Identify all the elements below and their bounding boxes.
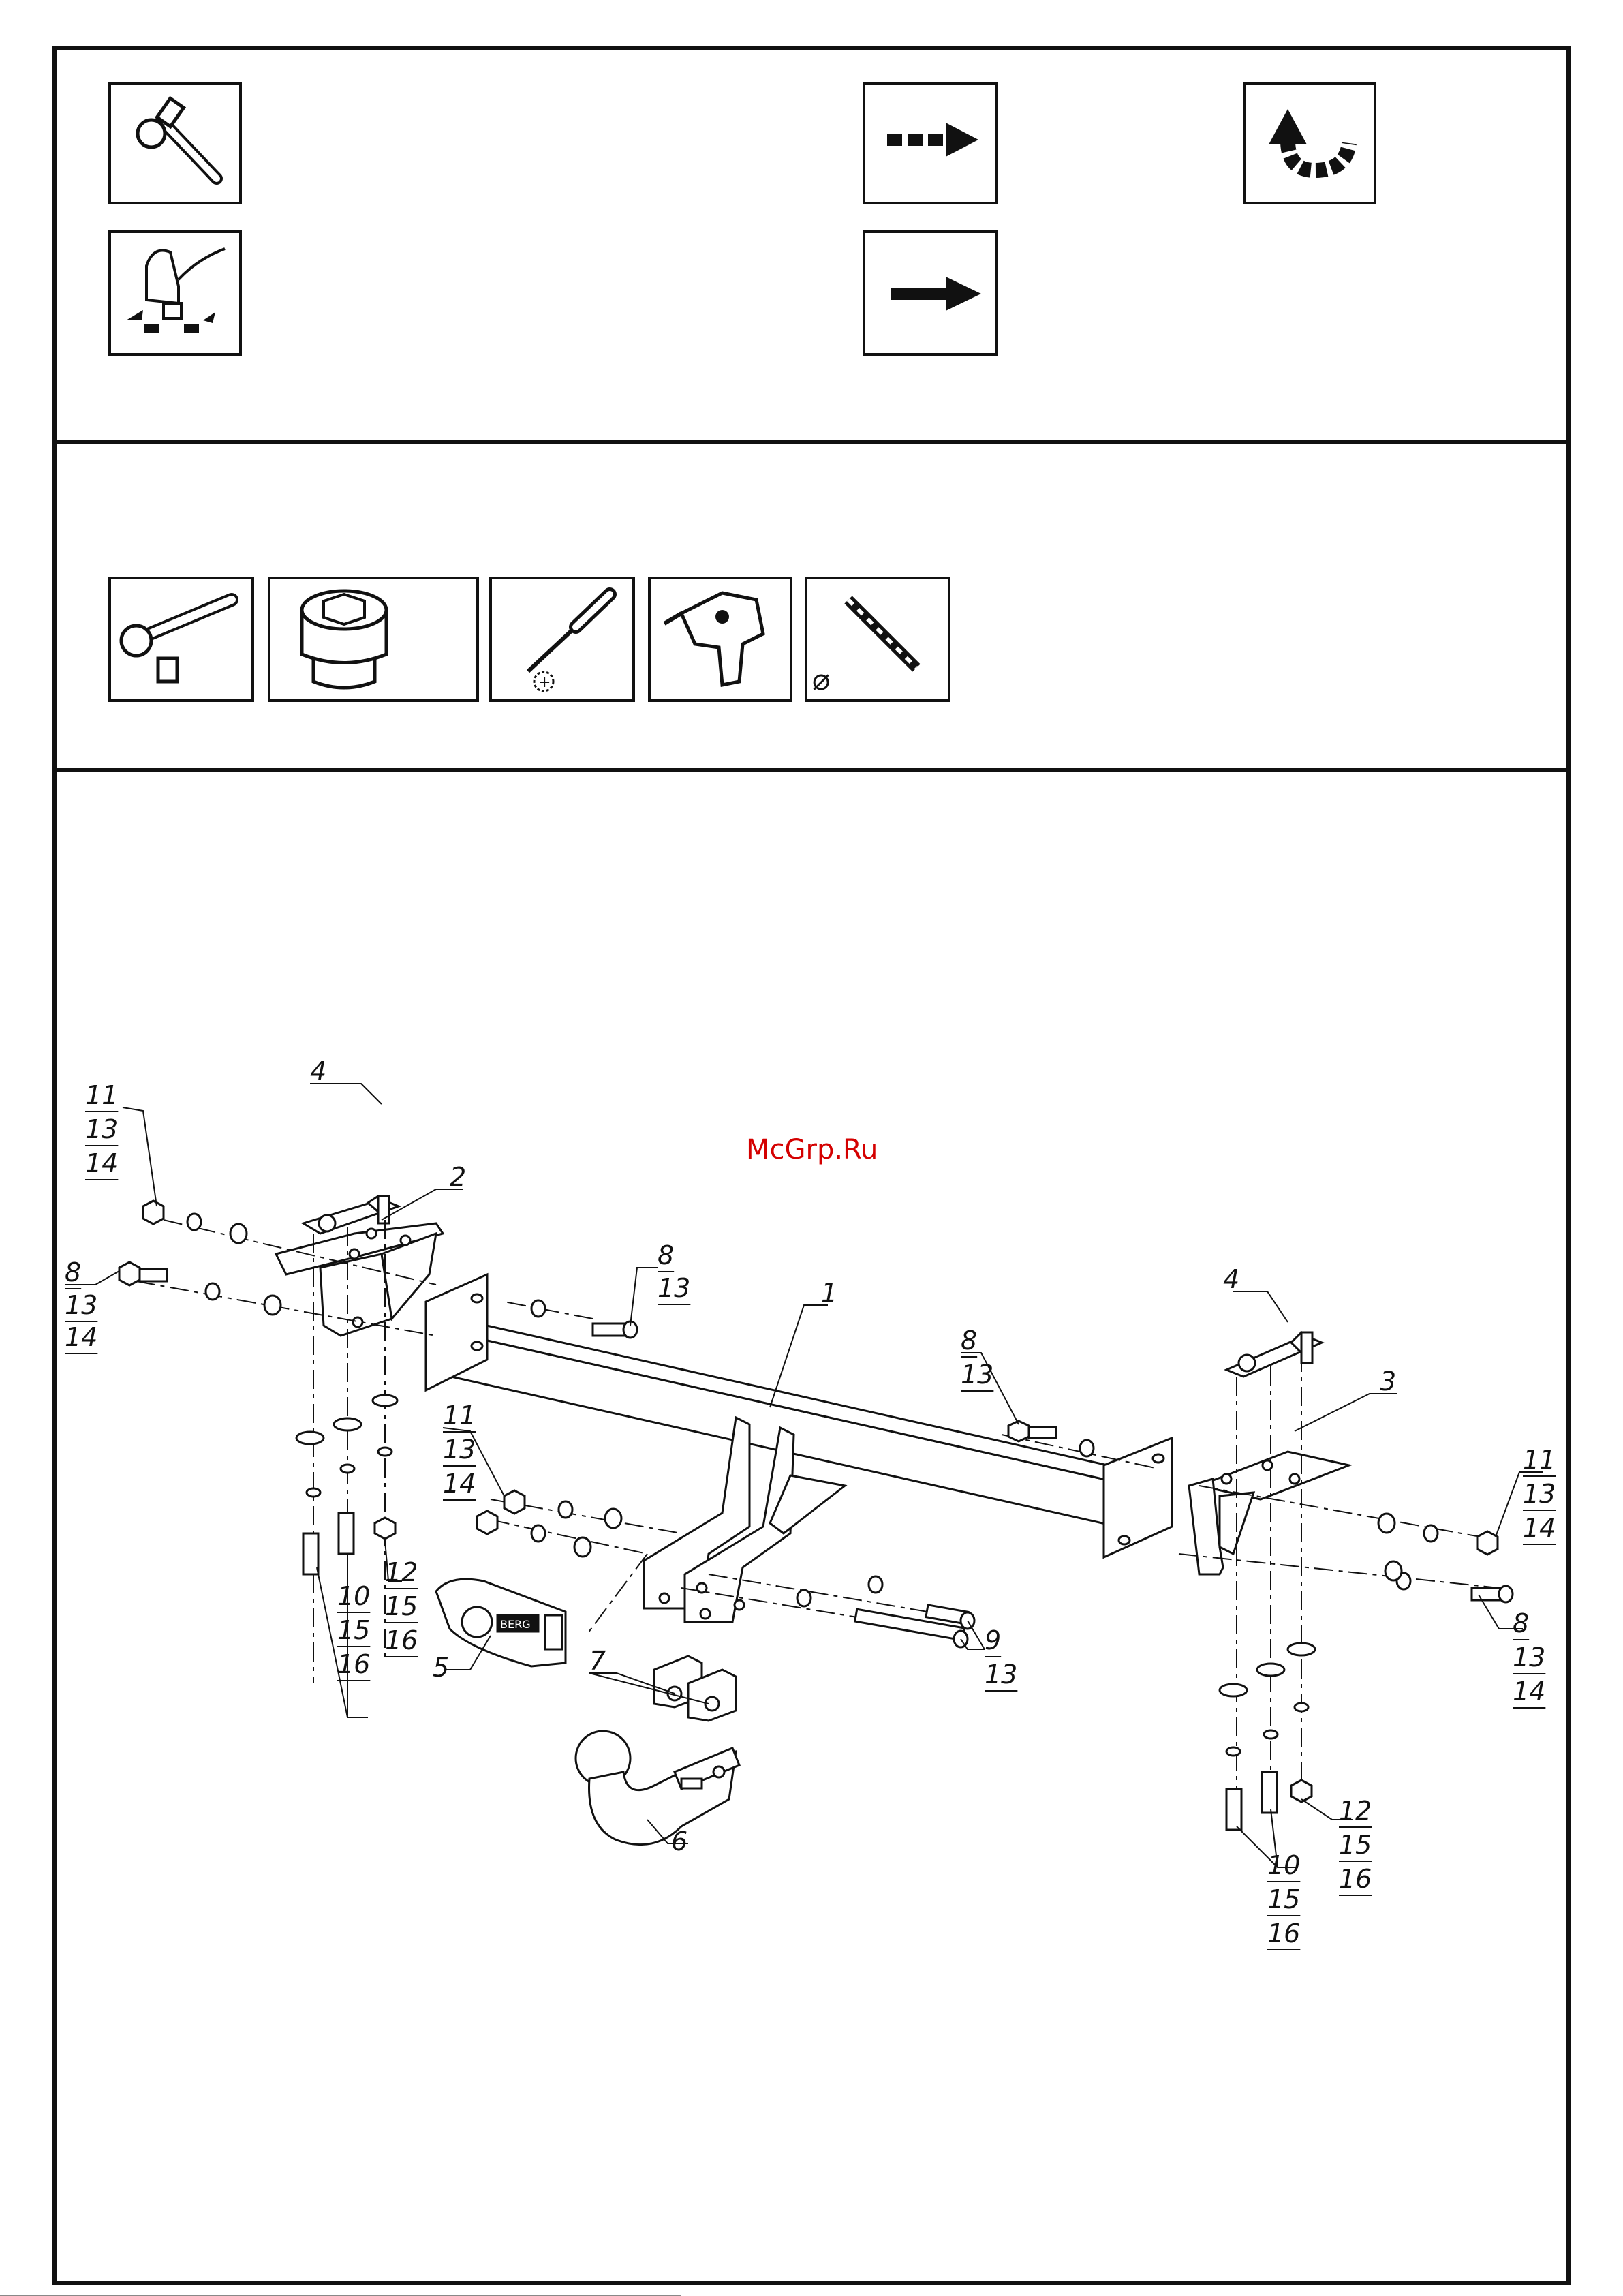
svg-text:15: 15	[1267, 1884, 1300, 1914]
svg-text:11: 11	[443, 1400, 476, 1430]
left-bracket-part	[276, 1223, 443, 1336]
tools-section: + ⌀	[110, 578, 949, 701]
svg-text:15: 15	[385, 1591, 418, 1621]
callout-11-center: 11 13 14	[443, 1400, 476, 1500]
svg-text:10: 10	[1267, 1850, 1300, 1880]
svg-text:15: 15	[337, 1615, 370, 1645]
tow-ball-part	[576, 1731, 739, 1845]
callout-9: 9 13	[985, 1625, 1017, 1691]
hand-tighten-icon	[110, 232, 241, 354]
callout-4-right: 4	[1223, 1264, 1239, 1294]
callout-8-right-top: 8 13	[961, 1326, 993, 1391]
callout-11-right: 11 13 14	[1523, 1445, 1556, 1544]
diameter-symbol: ⌀	[812, 662, 831, 697]
callout-12-right: 12 15 16	[1339, 1796, 1372, 1895]
clamp-plate-right	[1226, 1332, 1322, 1377]
svg-text:11: 11	[85, 1080, 118, 1110]
socket-marking: BERG	[500, 1618, 531, 1631]
right-bracket-part	[1189, 1452, 1349, 1574]
callout-2: 2	[450, 1162, 466, 1192]
svg-text:14: 14	[443, 1469, 476, 1499]
callout-8-left: 8 13 14	[65, 1257, 97, 1353]
svg-text:12: 12	[385, 1557, 418, 1587]
ratchet-icon	[110, 578, 253, 701]
svg-text:16: 16	[385, 1625, 418, 1655]
rotate-arrow-icon	[1244, 83, 1375, 203]
svg-text:11: 11	[1523, 1445, 1556, 1475]
socket-plate-part: BERG	[436, 1579, 566, 1666]
svg-text:16: 16	[1267, 1918, 1300, 1948]
svg-text:15: 15	[1339, 1830, 1372, 1860]
svg-text:10: 10	[337, 1581, 370, 1611]
svg-text:14: 14	[1523, 1513, 1556, 1543]
callout-5: 5	[433, 1653, 449, 1683]
svg-text:14: 14	[1513, 1677, 1545, 1706]
callout-12-left: 12 15 16	[385, 1557, 418, 1657]
svg-text:8: 8	[65, 1257, 81, 1287]
legend-section	[110, 83, 1375, 354]
watermark: McGrp.Ru	[746, 1134, 878, 1165]
callout-8-right-bottom: 8 13 14	[1513, 1608, 1545, 1708]
svg-text:13: 13	[961, 1360, 993, 1390]
svg-text:13: 13	[1513, 1642, 1545, 1672]
svg-text:14: 14	[85, 1148, 118, 1178]
page-frame	[55, 48, 1568, 2283]
callout-7: 7	[589, 1646, 606, 1676]
svg-text:13: 13	[85, 1114, 118, 1144]
svg-text:16: 16	[1339, 1864, 1372, 1894]
svg-text:9: 9	[985, 1625, 1001, 1655]
socket-icon	[269, 578, 478, 701]
dashed-arrow-icon	[864, 83, 996, 203]
callout-8-center: 8 13	[658, 1240, 690, 1304]
screwdriver-icon: +	[491, 578, 634, 701]
drill-icon	[649, 578, 791, 701]
solid-arrow-icon	[864, 232, 996, 354]
spacer-plates-part	[654, 1656, 736, 1721]
assembly-drawing: BERG	[65, 1084, 1543, 1867]
svg-text:13: 13	[65, 1290, 97, 1320]
callout-4-left: 4	[310, 1056, 326, 1086]
callout-11-left: 11 13 14	[85, 1080, 118, 1180]
callout-1: 1	[821, 1278, 837, 1308]
svg-text:13: 13	[985, 1659, 1017, 1689]
svg-text:13: 13	[658, 1273, 690, 1303]
svg-text:8: 8	[961, 1326, 977, 1356]
svg-text:8: 8	[1513, 1608, 1529, 1638]
svg-text:13: 13	[443, 1435, 476, 1465]
svg-text:12: 12	[1339, 1796, 1372, 1826]
drill-bit-icon: ⌀	[806, 578, 949, 701]
svg-text:+: +	[538, 674, 551, 691]
crossbar-part	[426, 1274, 1172, 1622]
torque-wrench-icon	[110, 83, 241, 203]
svg-text:8: 8	[658, 1240, 674, 1270]
callout-6: 6	[671, 1826, 687, 1856]
svg-text:14: 14	[65, 1322, 97, 1352]
callout-10-right: 10 15 16	[1267, 1850, 1300, 1950]
svg-text:13: 13	[1523, 1479, 1556, 1509]
callout-10-left: 10 15 16	[337, 1581, 370, 1681]
svg-text:16: 16	[337, 1649, 370, 1679]
callout-3: 3	[1380, 1366, 1396, 1396]
